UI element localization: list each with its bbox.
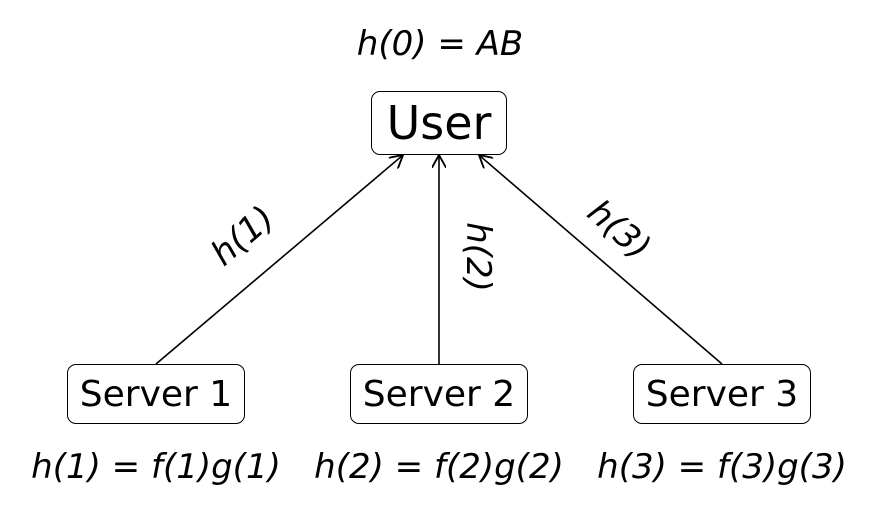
edge-server1-to-user (155, 155, 403, 365)
user-node: User (371, 91, 507, 155)
user-node-label: User (386, 96, 492, 150)
server1-node-label: Server 1 (79, 373, 233, 415)
server2-node-label: Server 2 (362, 373, 516, 415)
server1-node: Server 1 (67, 364, 245, 424)
server2-node: Server 2 (350, 364, 528, 424)
server3-node-label: Server 3 (645, 373, 799, 415)
server3-formula: h(3) = f(3)g(3) (597, 447, 847, 487)
server1-formula: h(1) = f(1)g(1) (31, 447, 281, 487)
edge-label-server2: h(2) (457, 222, 498, 292)
user-formula: h(0) = AB (356, 24, 524, 64)
server2-formula: h(2) = f(2)g(2) (314, 447, 564, 487)
edge-server3-to-user (479, 155, 723, 365)
server3-node: Server 3 (633, 364, 811, 424)
